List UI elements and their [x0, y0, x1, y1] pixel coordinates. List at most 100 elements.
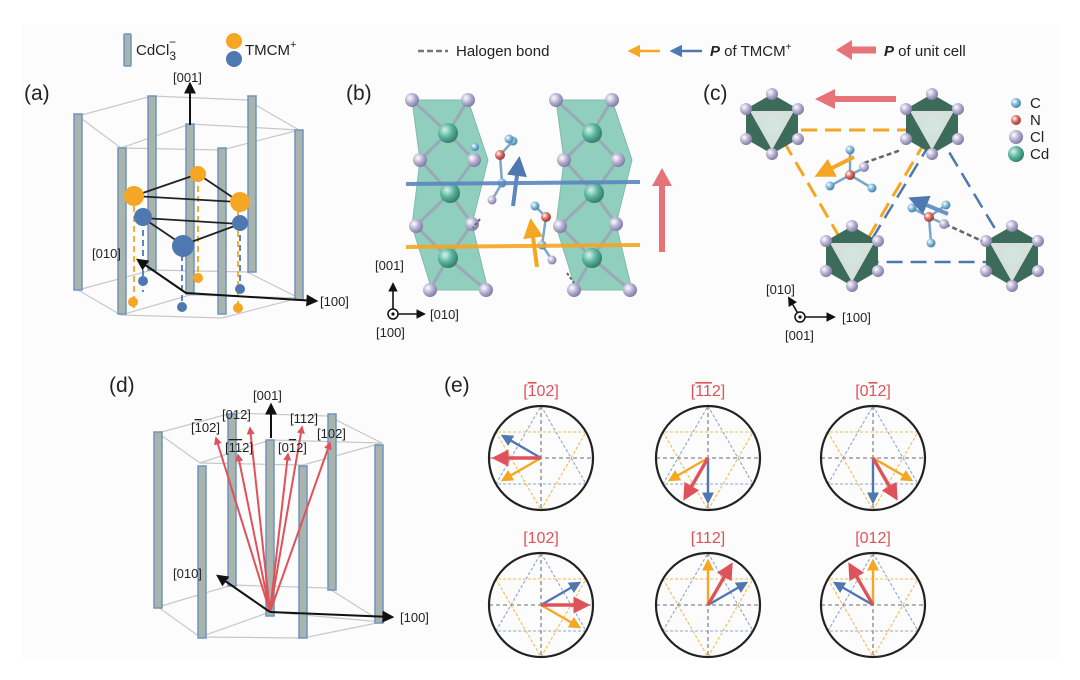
cl-atom: [926, 148, 938, 160]
blue-tmcm-cation: [134, 208, 152, 226]
cl-atom: [980, 235, 993, 247]
hex-inner-edge: [199, 611, 271, 638]
cd-atom: [582, 123, 602, 143]
direction-label-m102: [102]: [191, 420, 220, 435]
cd-atom: [1003, 247, 1021, 265]
cl-atom: [623, 283, 637, 297]
axis-100-label: [100]: [320, 294, 349, 309]
red-arrowhead-icon: [836, 40, 852, 60]
direction-label-112: [112]: [290, 411, 318, 426]
cdcl3-chain-pillar: [117, 147, 127, 315]
axis-010-label: [010]: [173, 566, 202, 581]
legend-tmcm-label: TMCM+: [245, 39, 296, 59]
panel-b-polarization: [405, 156, 672, 268]
cl-atom: [605, 93, 619, 107]
orange-polarization-arrow: [523, 218, 544, 268]
legend-p-cell: P of unit cell: [836, 40, 966, 60]
projection-circle-4: [112]: [654, 530, 762, 659]
cd-atom: [763, 115, 781, 133]
polarization-direction-arrow-2: [235, 453, 271, 613]
polarization-direction-arrow-0: [214, 436, 271, 613]
atom-legend-label-c: C: [1030, 95, 1041, 112]
polarization-direction-arrow-5: [269, 441, 332, 613]
cell-polarization-arrowhead: [815, 89, 835, 109]
c-atom: [867, 183, 877, 193]
cl-atom: [791, 133, 804, 145]
blue-tmcm-cation: [232, 215, 248, 231]
orange-polarization-arrow: [540, 603, 582, 629]
panel-b-axes: [001] [010] [100]: [375, 258, 459, 340]
orange-tmcm-cation: [128, 297, 138, 307]
panel-e: (e) [102][112][012][102][112][012]: [444, 374, 927, 659]
cdcl3-chain-pillar: [327, 413, 337, 591]
panel-a-axes: [001] [010] [100]: [92, 70, 349, 309]
orange-polarization-arrow: [872, 456, 914, 482]
direction-label-102: [102]: [317, 426, 346, 441]
polarization-projection-circles: [102][112][012][102][112][012]: [487, 383, 927, 659]
atom-legend-swatch-c: [1011, 98, 1021, 108]
cl-atom: [461, 93, 475, 107]
panel-e-label: (e): [444, 374, 470, 397]
orange-tmcm-cation: [233, 303, 243, 313]
projection-circle-5: [012]: [819, 530, 927, 659]
cd-atom: [438, 123, 458, 143]
cl-atom: [951, 133, 964, 145]
cl-atom: [611, 153, 625, 167]
c-atom: [926, 238, 936, 248]
cl-atom: [1031, 235, 1044, 247]
blue-polarization-arrow: [500, 434, 542, 460]
red-polarization-arrow: [871, 457, 898, 501]
cl-atom: [846, 280, 858, 292]
cdcl3-chain-pillar: [247, 95, 257, 273]
axis-100-label: [100]: [842, 310, 871, 325]
cl-atom: [409, 219, 423, 233]
cdcl3-chain-pillar: [197, 465, 207, 639]
cdcl6-octahedra-chains: [405, 93, 637, 297]
cdcl3-chain-pillar: [73, 113, 83, 291]
blue-polarization-arrow: [540, 581, 582, 607]
projection-title: [102]: [523, 383, 559, 400]
cl-atom: [791, 103, 804, 115]
halogen-bond: [944, 222, 983, 243]
cdcl3-chain-pillar: [185, 123, 195, 295]
hex-inner-edge: [189, 123, 300, 131]
polarization-direction-arrow-1: [246, 426, 271, 613]
direction-label-m1m12: [112]: [225, 440, 253, 455]
cdcl3-chain-pillar: [153, 431, 163, 609]
cdcl3-chain-pillar: [298, 465, 308, 639]
panel-b: (b) [001] [010] [100]: [346, 82, 672, 340]
axis-100-label: [100]: [400, 610, 429, 625]
legend-halogen-bond: Halogen bond: [418, 43, 549, 60]
orange-polarization-arrow: [814, 155, 855, 177]
cl-atom: [951, 103, 964, 115]
panel-a: (a) [001] [010] [100]: [24, 70, 349, 319]
projection-circle-outline: [487, 551, 595, 659]
cd-atom: [438, 248, 458, 268]
projection-title: [012]: [855, 530, 891, 547]
projection-title: [102]: [523, 530, 559, 547]
legend-cdcl3: CdCl3−: [123, 33, 176, 67]
legend-tmcm: TMCM+: [226, 33, 296, 67]
polarization-direction-arrow-4: [269, 425, 305, 613]
cl-atom: [413, 153, 427, 167]
cl-atom: [1006, 280, 1018, 292]
projection-circle-outline: [819, 404, 927, 512]
cl-atom: [467, 153, 481, 167]
halogen-bond: [472, 218, 481, 229]
blue-tmcm-cation: [235, 284, 245, 294]
cd-atom: [843, 247, 861, 265]
panel-c-polarization: [814, 89, 949, 216]
projection-title: [112]: [691, 383, 725, 400]
cation-connection-line: [142, 217, 241, 225]
cl-atom: [609, 217, 623, 231]
orange-tmcm-cation: [230, 192, 250, 212]
axis-010-label: [010]: [92, 246, 121, 261]
cdcl3-chains: [153, 413, 384, 639]
panel-d: (d) [001] [010] [100] [102] [012] [112] …: [109, 374, 429, 639]
cdcl3-chain-pillar: [265, 439, 275, 617]
cl-atom: [1006, 220, 1018, 232]
cl-atom: [740, 103, 753, 115]
projection-circle-outline: [654, 551, 762, 659]
